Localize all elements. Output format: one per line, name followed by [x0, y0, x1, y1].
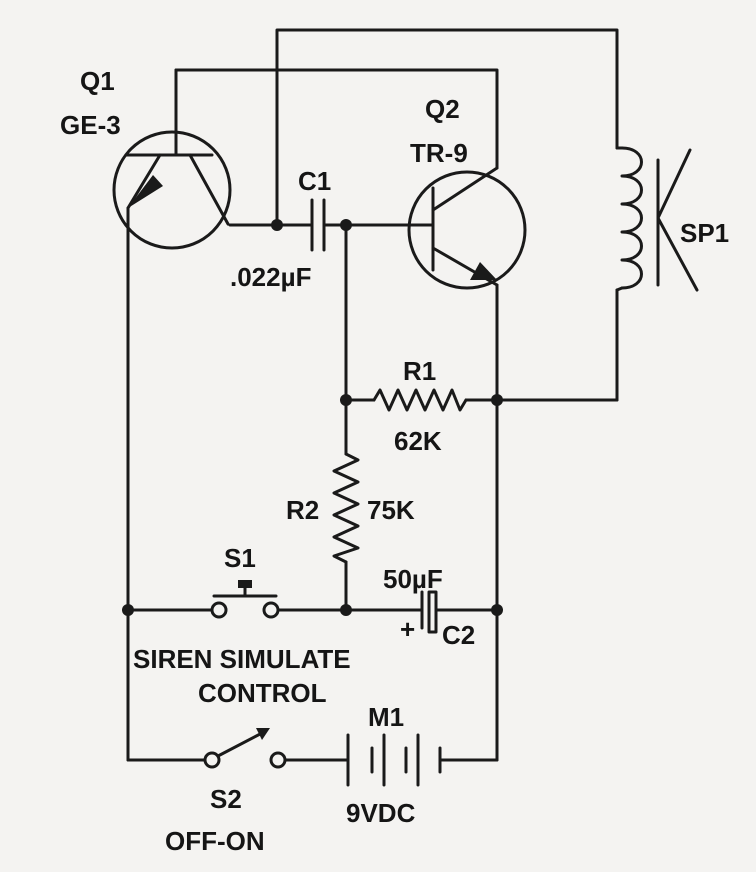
q2-ref-label: Q2 [425, 94, 460, 124]
r1-ref-label: R1 [403, 356, 437, 386]
s1-label-line2: CONTROL [198, 678, 327, 708]
capacitor-c1 [310, 198, 326, 252]
r2-ref-label: R2 [286, 495, 320, 525]
resistor-r1 [372, 388, 468, 412]
battery-m1 [346, 733, 442, 787]
s2-ref-label: S2 [210, 784, 242, 814]
s2-label: OFF-ON [165, 826, 265, 856]
speaker-sp1 [615, 146, 699, 292]
transistor-q1 [112, 68, 232, 250]
r1-value-label: 62K [394, 426, 442, 456]
s1-label-line1: SIREN SIMULATE [133, 644, 351, 674]
sp1-ref-label: SP1 [680, 218, 730, 248]
c1-value-label: .022µF [230, 262, 312, 292]
m1-value-label: 9VDC [346, 798, 416, 828]
q2-part-label: TR-9 [410, 138, 468, 168]
s1-ref-label: S1 [224, 543, 256, 573]
junction-dots [122, 219, 503, 616]
q1-part-label: GE-3 [60, 110, 121, 140]
c2-ref-label: C2 [442, 620, 476, 650]
wires [126, 28, 619, 762]
switch-s1 [210, 580, 280, 619]
c1-ref-label: C1 [298, 166, 332, 196]
transistor-q2 [407, 166, 527, 290]
c2-polarity-label: + [400, 614, 416, 644]
c2-value-label: 50µF [383, 564, 443, 594]
switch-s2 [203, 728, 287, 769]
capacitor-c2 [420, 590, 438, 634]
r2-value-label: 75K [367, 495, 415, 525]
m1-ref-label: M1 [368, 702, 405, 732]
q1-ref-label: Q1 [80, 66, 115, 96]
resistor-r2 [332, 452, 360, 564]
